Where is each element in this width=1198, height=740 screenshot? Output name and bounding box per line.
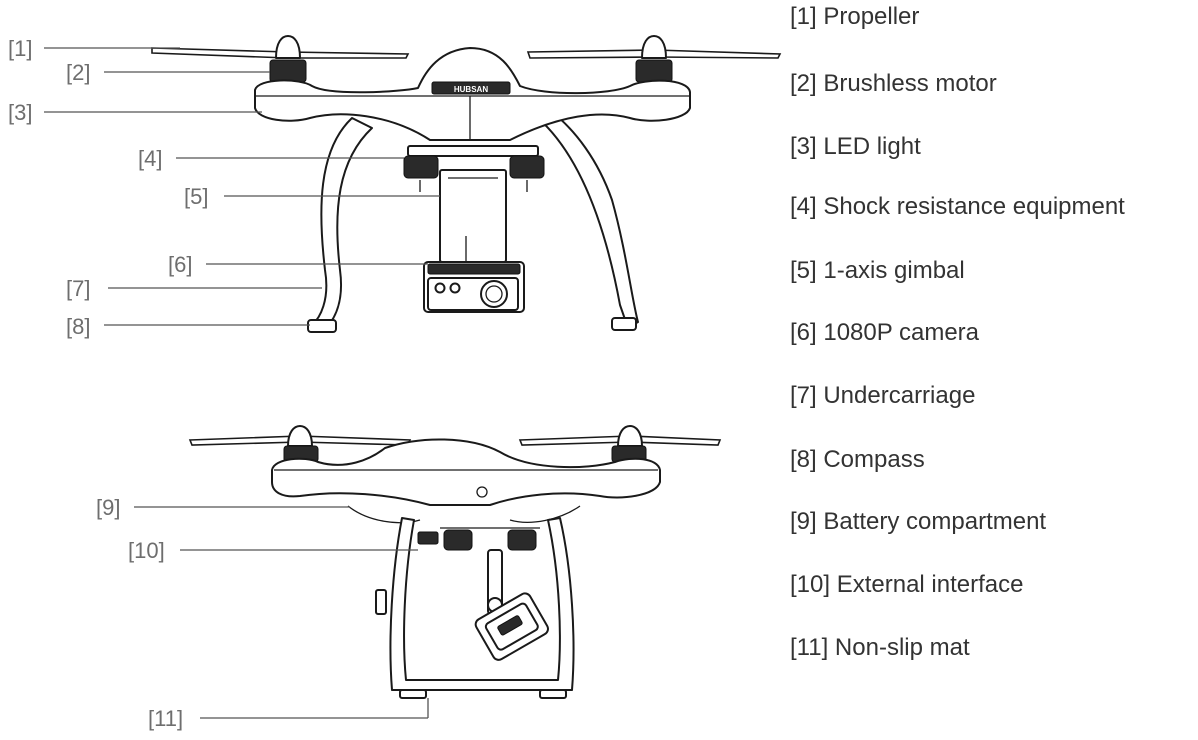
status-led <box>476 486 488 498</box>
legend-item-brushless-motor: [2] Brushless motor <box>790 70 997 97</box>
callout-9: [9] <box>96 495 120 520</box>
non-slip-mat-right <box>539 689 567 699</box>
callout-1: [1] <box>8 36 32 61</box>
callout-7: [7] <box>66 276 90 301</box>
shock-absorber-right <box>509 155 545 179</box>
camera-lens <box>480 280 508 308</box>
external-interface <box>417 531 439 545</box>
side-hub-right <box>617 425 643 447</box>
callout-3: [3] <box>8 100 32 125</box>
brushless-motor-right <box>635 59 673 83</box>
callout-11: [11] <box>148 706 183 731</box>
camera-top-bar <box>427 263 521 275</box>
non-slip-mat-left <box>399 689 427 699</box>
legend-item-undercarriage: [7] Undercarriage <box>790 382 976 409</box>
legend-item-non-slip-mat: [11] Non-slip mat <box>790 634 970 661</box>
brand-plate <box>431 81 511 95</box>
legend-item-compass: [8] Compass <box>790 446 925 473</box>
front-view-drone: HUBSAN <box>151 35 782 333</box>
legend-item-propeller: [1] Propeller <box>790 3 920 30</box>
prop-hub-left <box>275 35 301 59</box>
compass-foot-right <box>611 317 637 331</box>
gimbal-frame <box>439 169 507 263</box>
callout-leaders <box>44 47 440 719</box>
camera-button-2 <box>449 282 461 294</box>
compass-foot-left <box>307 319 337 333</box>
callout-numbers: [1] [2] [3] [4] [5] [6] [7] [8] [9] [10]… <box>8 36 208 731</box>
callout-10: [10] <box>128 538 165 563</box>
side-body <box>271 438 661 506</box>
side-view-drone <box>188 425 722 699</box>
legend-item-battery-compartment: [9] Battery compartment <box>790 508 1047 535</box>
side-hub-left <box>287 425 313 447</box>
callout-6: [6] <box>168 252 192 277</box>
prop-hub-right <box>641 35 667 59</box>
brushless-motor-left <box>269 59 307 83</box>
callout-2: [2] <box>66 60 90 85</box>
camera-button-1 <box>434 282 446 294</box>
brand-label: HUBSAN <box>454 85 488 94</box>
legend-item-external-interface: [10] External interface <box>790 571 1024 598</box>
legend-item-shock-resistance: [4] Shock resistance equipment <box>790 193 1125 220</box>
callout-8: [8] <box>66 314 90 339</box>
callout-4: [4] <box>138 146 162 171</box>
legend-item-gimbal: [5] 1-axis gimbal <box>790 257 965 284</box>
shock-mount-plate <box>407 145 539 157</box>
legend-item-led-light: [3] LED light <box>790 133 921 160</box>
side-undercarriage <box>389 517 575 691</box>
shock-absorber-left <box>403 155 439 179</box>
undercarriage-right <box>537 111 639 329</box>
undercarriage-left <box>311 117 373 333</box>
callout-5: [5] <box>184 184 208 209</box>
legend-item-camera: [6] 1080P camera <box>790 319 980 346</box>
